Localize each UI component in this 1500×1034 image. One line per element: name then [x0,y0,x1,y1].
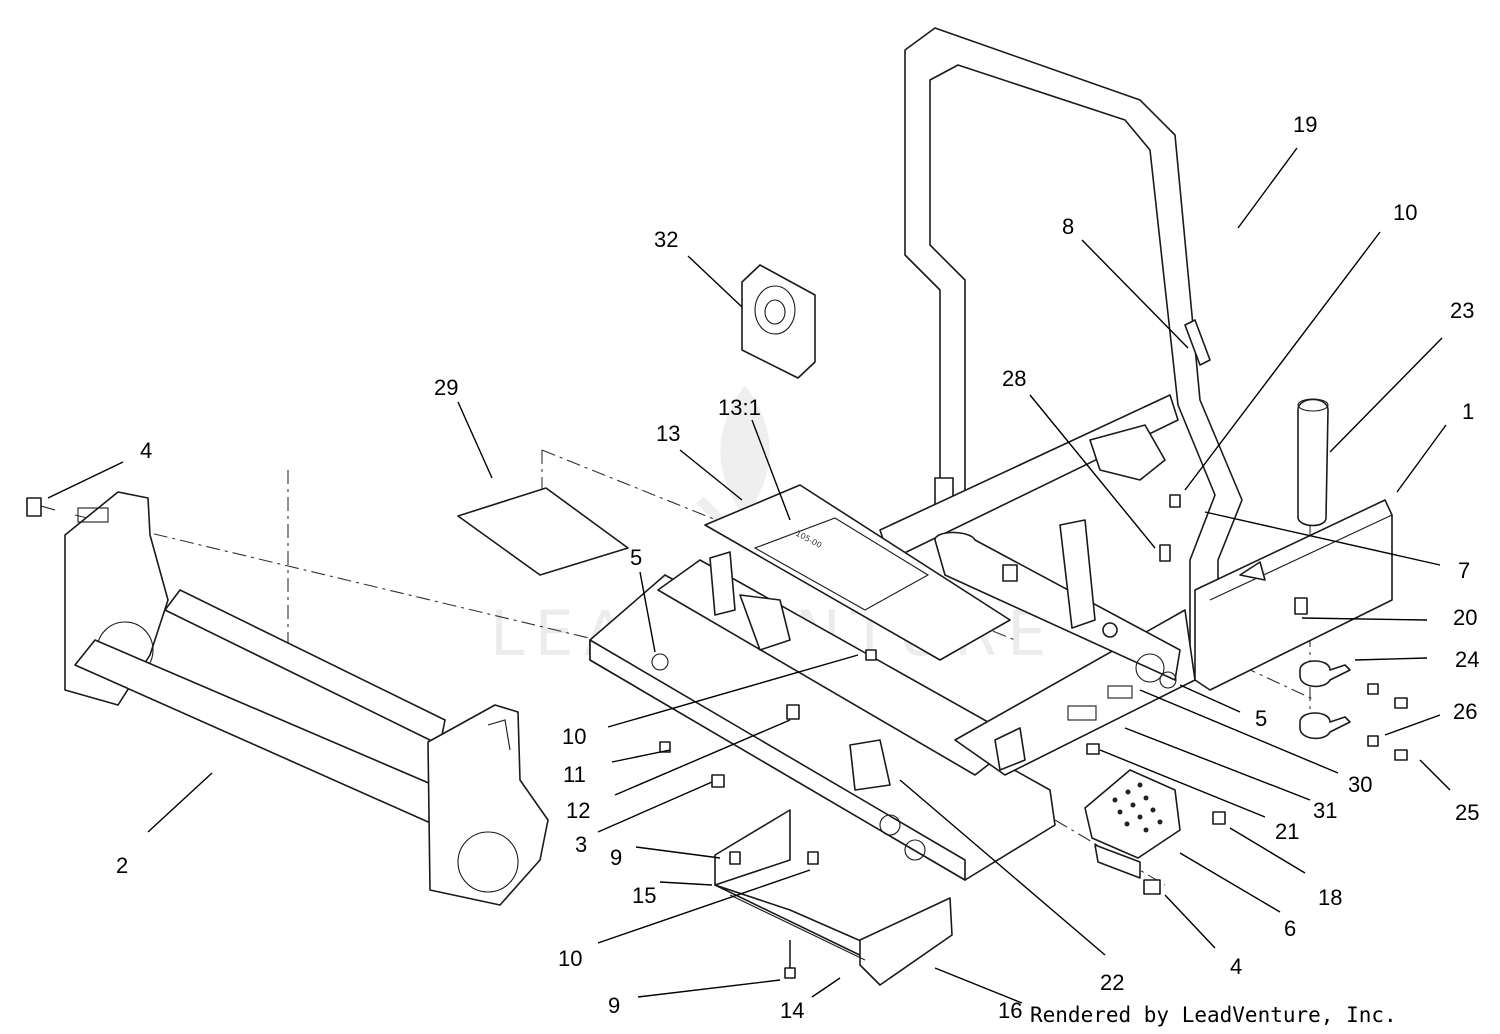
callout-24: 24 [1455,647,1479,672]
foot-step-holes [1112,782,1163,833]
callout-15: 15 [632,883,656,908]
callout-19: 19 [1293,112,1317,137]
main-frame [589,394,1196,881]
callout-31: 31 [1313,798,1337,823]
callout-9b: 9 [608,993,620,1018]
callout-18: 18 [1318,885,1342,910]
callout-6: 6 [1284,916,1296,941]
front-axle-assembly [64,491,549,906]
callout-4b: 4 [1230,954,1242,979]
footer-credit: Rendered by LeadVenture, Inc. [1030,1003,1397,1027]
leader-lines [47,147,1451,1004]
callout-labels: 19 10 8 32 23 28 1 29 13:1 13 4 7 5 20 2… [116,112,1479,1023]
callout-3: 3 [575,832,587,857]
clamp-24 [1299,660,1351,688]
bolt-4-left [26,497,56,517]
callout-5: 5 [630,545,642,570]
callout-28: 28 [1002,366,1026,391]
callout-10: 10 [1393,200,1417,225]
callout-8: 8 [1062,214,1074,239]
callout-10c: 10 [558,946,582,971]
callout-26: 26 [1453,699,1477,724]
decal-29 [457,487,629,576]
callout-21: 21 [1275,819,1299,844]
callout-12: 12 [566,798,590,823]
seat-plate-13: 105-00 [704,484,1011,661]
callout-5b: 5 [1255,706,1267,731]
callout-9: 9 [610,845,622,870]
callout-7: 7 [1458,558,1470,583]
callout-22: 22 [1100,970,1124,995]
callout-16: 16 [998,998,1022,1023]
callout-23: 23 [1450,298,1474,323]
callout-14: 14 [780,998,804,1023]
tray-16 [714,809,953,986]
callout-11: 11 [563,762,586,787]
small-fasteners [659,494,1408,979]
callout-25: 25 [1455,800,1479,825]
callout-20: 20 [1453,605,1477,630]
foot-step-6 [1084,769,1181,879]
callout-10b: 10 [562,724,586,749]
callout-30: 30 [1348,772,1372,797]
callout-13-1: 13:1 [718,395,761,420]
callout-32: 32 [654,227,678,252]
callout-13: 13 [656,421,680,446]
callout-1: 1 [1462,399,1474,424]
hand-grip-23 [1297,398,1329,527]
part-32 [741,264,816,379]
clamp-26 [1299,712,1351,740]
callout-29: 29 [434,375,458,400]
callout-2: 2 [116,853,128,878]
callout-4: 4 [140,438,152,463]
